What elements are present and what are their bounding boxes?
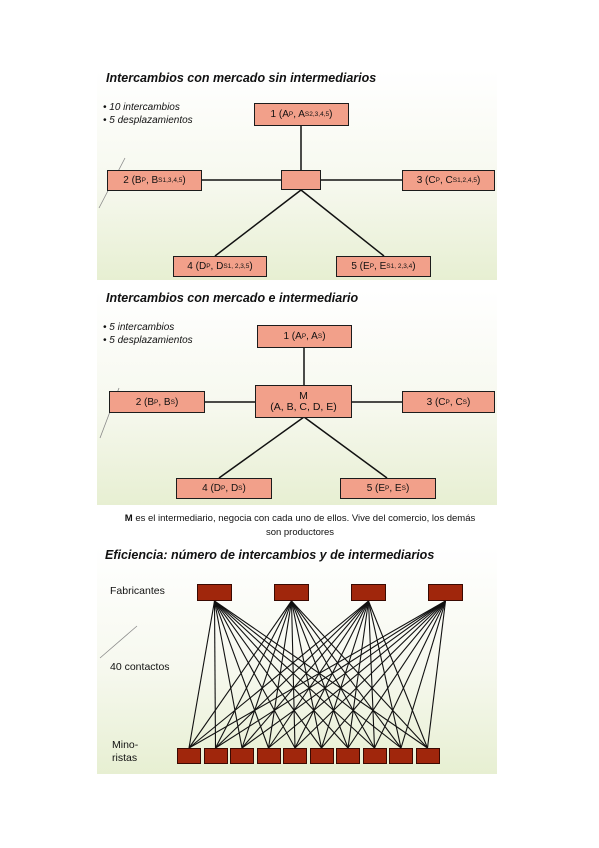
contact-line: [294, 600, 369, 749]
fabricante-box: [428, 584, 463, 601]
contact-line: [214, 600, 322, 749]
contact-line: [268, 600, 369, 749]
contact-line: [188, 600, 216, 749]
contact-line: [290, 600, 296, 749]
minoristas-label: Mino- ristas: [112, 739, 139, 764]
contact-line: [214, 600, 375, 749]
contact-line: [291, 600, 428, 749]
connector-lines: [99, 347, 402, 479]
bullet-list: • 5 intercambios • 5 desplazamientos: [103, 321, 193, 347]
contact-line: [294, 600, 446, 749]
minorista-box: [415, 748, 440, 764]
minorista-box: [177, 748, 201, 764]
contact-line: [367, 600, 429, 749]
minorista-box: [336, 748, 360, 764]
panel-title: Intercambios con mercado e intermediario: [106, 291, 359, 305]
intermediary-members: (A, B, C, D, E): [270, 400, 337, 413]
bullet-item: • 5 intercambios: [103, 322, 175, 333]
minorista-box: [389, 748, 413, 764]
caption: M es el intermediario, negocia con cada …: [60, 512, 540, 540]
fabricante-box: [274, 584, 309, 601]
intermediary-label: M: [299, 389, 308, 402]
caption-line-2: son productores: [265, 527, 335, 538]
bullet-item: • 5 desplazamientos: [103, 115, 193, 126]
fabricante-box: [351, 584, 386, 601]
contact-line: [291, 600, 402, 749]
contact-line: [320, 600, 370, 749]
contact-line: [367, 600, 402, 749]
caption-bold: M: [124, 513, 133, 524]
contact-line: [267, 600, 293, 749]
contact-line: [241, 600, 293, 749]
contact-line: [290, 600, 349, 749]
fabricante-box: [197, 584, 232, 601]
contact-line: [426, 600, 447, 749]
contact-line: [188, 600, 446, 749]
contact-line: [291, 600, 375, 749]
panel-title: Intercambios con mercado sin intermediar…: [106, 71, 377, 85]
bullet-item: • 5 desplazamientos: [103, 335, 193, 346]
contact-line: [188, 600, 292, 749]
contact-line: [214, 600, 296, 749]
contact-line: [214, 600, 428, 749]
contact-line: [367, 600, 376, 749]
contact-line: [374, 600, 446, 749]
contact-line: [213, 600, 217, 749]
contact-line: [321, 600, 446, 749]
panel-eficiencia: Eficiencia: número de intercambios y de …: [97, 546, 497, 774]
intermediary-node: M (A, B, C, D, E): [255, 385, 352, 418]
contact-line: [347, 600, 446, 749]
contact-line: [347, 600, 370, 749]
contact-line: [400, 600, 447, 749]
minorista-box: [362, 748, 387, 764]
contact-line: [241, 600, 369, 749]
fabricantes-label: Fabricantes: [110, 585, 165, 597]
contactos-label: 40 contactos: [110, 661, 170, 673]
minorista-box: [283, 748, 307, 764]
contact-line: [213, 600, 243, 749]
contact-line: [215, 600, 292, 749]
minorista-box: [203, 748, 228, 764]
contact-lines: [99, 600, 447, 749]
contact-line: [290, 600, 323, 749]
panel-sin-intermediarios: Intercambios con mercado sin intermediar…: [97, 70, 497, 280]
contact-line: [214, 600, 402, 749]
decorative-stroke: [99, 625, 138, 659]
bullet-item: • 10 intercambios: [103, 102, 180, 113]
panel-title: Eficiencia: número de intercambios y de …: [105, 548, 435, 562]
bullet-list: • 10 intercambios • 5 desplazamientos: [103, 101, 193, 127]
market-center: [281, 170, 321, 190]
contact-line: [268, 600, 446, 749]
minorista-box: [309, 748, 334, 764]
contact-line: [214, 600, 349, 749]
contact-line: [241, 600, 446, 749]
contact-line: [213, 600, 270, 749]
minorista-box: [256, 748, 281, 764]
contact-line: [215, 600, 446, 749]
caption-line-1: es el intermediario, negocia con cada un…: [132, 513, 476, 524]
contact-line: [188, 600, 369, 749]
minorista-box: [230, 748, 254, 764]
contact-line: [215, 600, 369, 749]
panel-con-intermediario: Intercambios con mercado e intermediario…: [97, 290, 497, 505]
